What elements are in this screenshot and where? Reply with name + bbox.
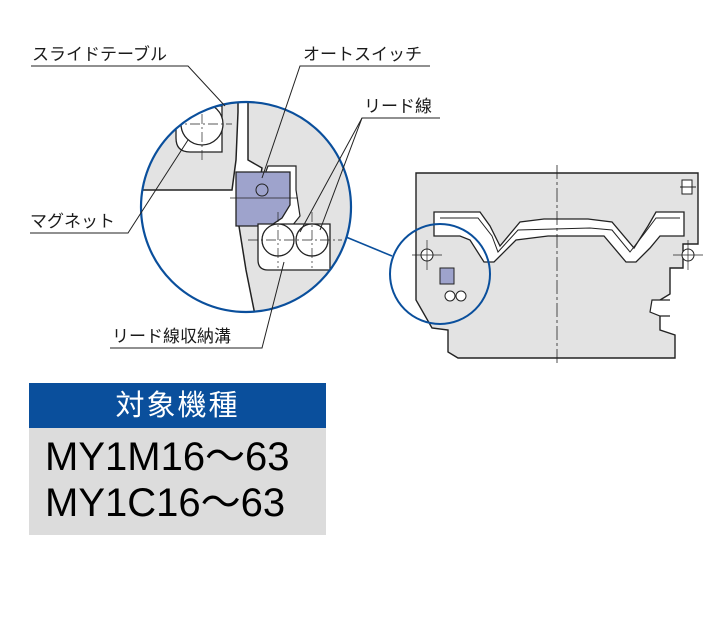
auto-switch-zoom — [235, 171, 291, 227]
detail-circle-small — [389, 223, 491, 325]
applicable-models-list: MY1M16～63 MY1C16～63 — [29, 428, 326, 535]
model-item: MY1C16～63 — [45, 481, 286, 525]
detail-zoom — [141, 102, 351, 312]
rail-slot — [433, 211, 685, 263]
cylinder-cross-section — [412, 165, 703, 365]
model-item: MY1M16～63 — [45, 435, 290, 479]
detail-circle-large — [139, 100, 353, 314]
label-auto-switch: オートスイッチ — [303, 45, 422, 65]
leader-lines — [30, 65, 440, 349]
applicable-models-title: 対象機種 — [29, 383, 326, 428]
label-magnet: マグネット — [30, 212, 115, 232]
label-slide-table: スライドテーブル — [32, 44, 167, 65]
zoom-connector — [345, 236, 393, 257]
small-auto-switch — [439, 267, 455, 285]
applicable-models-box: 対象機種 MY1M16～63 MY1C16～63 — [29, 383, 326, 535]
label-lead-wire: リード線 — [364, 97, 432, 117]
label-lead-wire-groove: リード線収納溝 — [112, 327, 231, 347]
